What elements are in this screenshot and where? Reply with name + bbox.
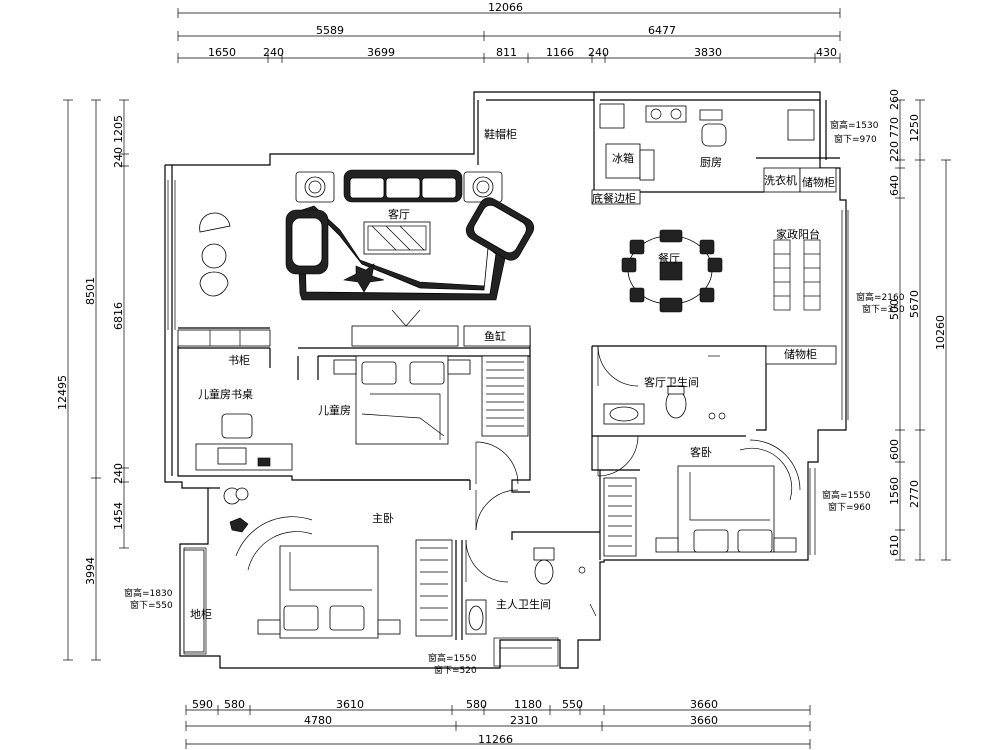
dim-right-d4: 640 — [888, 175, 901, 196]
children-bed — [333, 355, 529, 445]
room-master: 主卧 — [372, 512, 394, 525]
left-dimensions: 12495 8501 3994 1205 240 6816 240 1454 — [56, 99, 129, 661]
win-kitchen-h: 窗高=1530 — [830, 119, 879, 131]
label-fish-tank: 鱼缸 — [484, 329, 506, 343]
dim-top-d3: 3699 — [367, 46, 395, 59]
dim-left-d5: 1454 — [112, 502, 125, 530]
win-balcony-h: 窗高=2160 — [856, 291, 905, 303]
dim-top-d1: 1650 — [208, 46, 236, 59]
dim-right-mid-2: 5670 — [908, 290, 921, 318]
room-kitchen: 厨房 — [700, 156, 722, 169]
dim-bottom-d3: 3610 — [336, 698, 364, 711]
win-kitchen-b: 窗下=970 — [834, 133, 877, 145]
dim-top-d4: 811 — [496, 46, 517, 59]
label-bookcase: 书柜 — [228, 354, 250, 367]
bottom-dimensions: 590 580 3610 580 1180 550 3660 4780 2310… — [185, 698, 811, 749]
windows — [167, 180, 849, 667]
room-living: 客厅 — [388, 207, 410, 221]
label-floor-cabinet: 地柜 — [190, 608, 212, 621]
dim-right-total: 10260 — [934, 315, 947, 350]
dim-left-d2: 240 — [112, 147, 125, 168]
dim-left-d3: 6816 — [112, 302, 125, 330]
label-washer: 洗衣机 — [764, 173, 797, 187]
dim-right-d7: 1560 — [888, 477, 901, 505]
win-guest-b: 窗下=960 — [828, 501, 871, 513]
dim-left-d1: 1205 — [112, 115, 125, 143]
labels: 客厅 厨房 餐厅 家政阳台 儿童房 儿童房书桌 主卧 客卧 客厅卫生间 主人卫生… — [124, 119, 905, 676]
dim-bottom-d2: 580 — [224, 698, 245, 711]
dim-top-mid-2: 6477 — [648, 24, 676, 37]
dim-bottom-d6: 550 — [562, 698, 583, 711]
dim-bottom-total: 11266 — [478, 733, 513, 746]
top-dimensions: 12066 5589 6477 1650 240 3699 811 1166 2… — [177, 1, 841, 63]
win-guest-h: 窗高=1550 — [822, 489, 871, 501]
win-mbath-b: 窗下=520 — [434, 664, 477, 676]
win-mbath-h: 窗高=1550 — [428, 652, 477, 664]
dim-top-d6: 240 — [588, 46, 609, 59]
room-children: 儿童房 — [318, 403, 351, 417]
label-sideboard: 底餐边柜 — [592, 191, 636, 205]
win-master-b: 窗下=550 — [130, 599, 173, 611]
dim-top-d8: 430 — [816, 46, 837, 59]
label-storage-top: 储物柜 — [802, 175, 835, 189]
dim-right-mid-1: 1250 — [908, 114, 921, 142]
dim-left-mid-2: 3994 — [84, 557, 97, 585]
dim-top-mid-1: 5589 — [316, 24, 344, 37]
dim-bottom-mid-2: 2310 — [510, 714, 538, 727]
dim-right-d2: 770 — [888, 117, 901, 138]
room-dining: 餐厅 — [658, 251, 680, 265]
dim-left-d4: 240 — [112, 463, 125, 484]
dim-top-total: 12066 — [488, 1, 523, 14]
label-shoe-cabinet: 鞋帽柜 — [484, 127, 517, 141]
dim-left-total: 12495 — [56, 375, 69, 410]
laundry-racks — [773, 239, 821, 311]
dim-bottom-d7: 3660 — [690, 698, 718, 711]
dim-right-d1: 260 — [888, 89, 901, 110]
dim-bottom-d1: 590 — [192, 698, 213, 711]
guest-bedroom-furniture — [603, 439, 801, 557]
doors — [465, 345, 639, 583]
room-living-bath: 客厅卫生间 — [644, 375, 699, 389]
dim-top-d7: 3830 — [694, 46, 722, 59]
dim-bottom-mid-1: 4780 — [304, 714, 332, 727]
win-balcony-b: 窗下=350 — [862, 303, 905, 315]
dining-furniture — [621, 229, 723, 313]
dim-bottom-d5: 1180 — [514, 698, 542, 711]
living-bathroom-fixtures — [603, 355, 726, 425]
dim-bottom-d4: 580 — [466, 698, 487, 711]
dim-left-mid-1: 8501 — [84, 277, 97, 305]
room-master-bath: 主人卫生间 — [496, 597, 551, 611]
dim-right-d6: 600 — [888, 439, 901, 460]
balcony-chairs — [199, 212, 231, 297]
dim-right-d8: 610 — [888, 535, 901, 556]
win-master-h: 窗高=1830 — [124, 587, 173, 599]
label-storage-mid: 储物柜 — [784, 347, 817, 361]
room-utility-balcony: 家政阳台 — [776, 227, 820, 241]
room-guest: 客卧 — [690, 445, 712, 459]
dim-right-d3: 220 — [888, 141, 901, 162]
dim-right-d5: 500 — [888, 299, 901, 320]
master-bathroom-fixtures — [465, 547, 597, 635]
kitchen-furniture — [591, 103, 815, 205]
dim-right-mid-3: 2770 — [908, 480, 921, 508]
label-fridge: 冰箱 — [612, 151, 634, 165]
master-bedroom-furniture — [183, 487, 453, 653]
dim-bottom-mid-3: 3660 — [690, 714, 718, 727]
children-study — [177, 329, 293, 471]
right-dimensions: 260 770 220 640 500 600 1560 610 1250 56… — [888, 89, 951, 561]
living-room-furniture — [285, 169, 535, 347]
room-children-desk: 儿童房书桌 — [198, 387, 253, 401]
dim-top-d2: 240 — [263, 46, 284, 59]
dim-top-d5: 1166 — [546, 46, 574, 59]
walls — [164, 91, 847, 669]
